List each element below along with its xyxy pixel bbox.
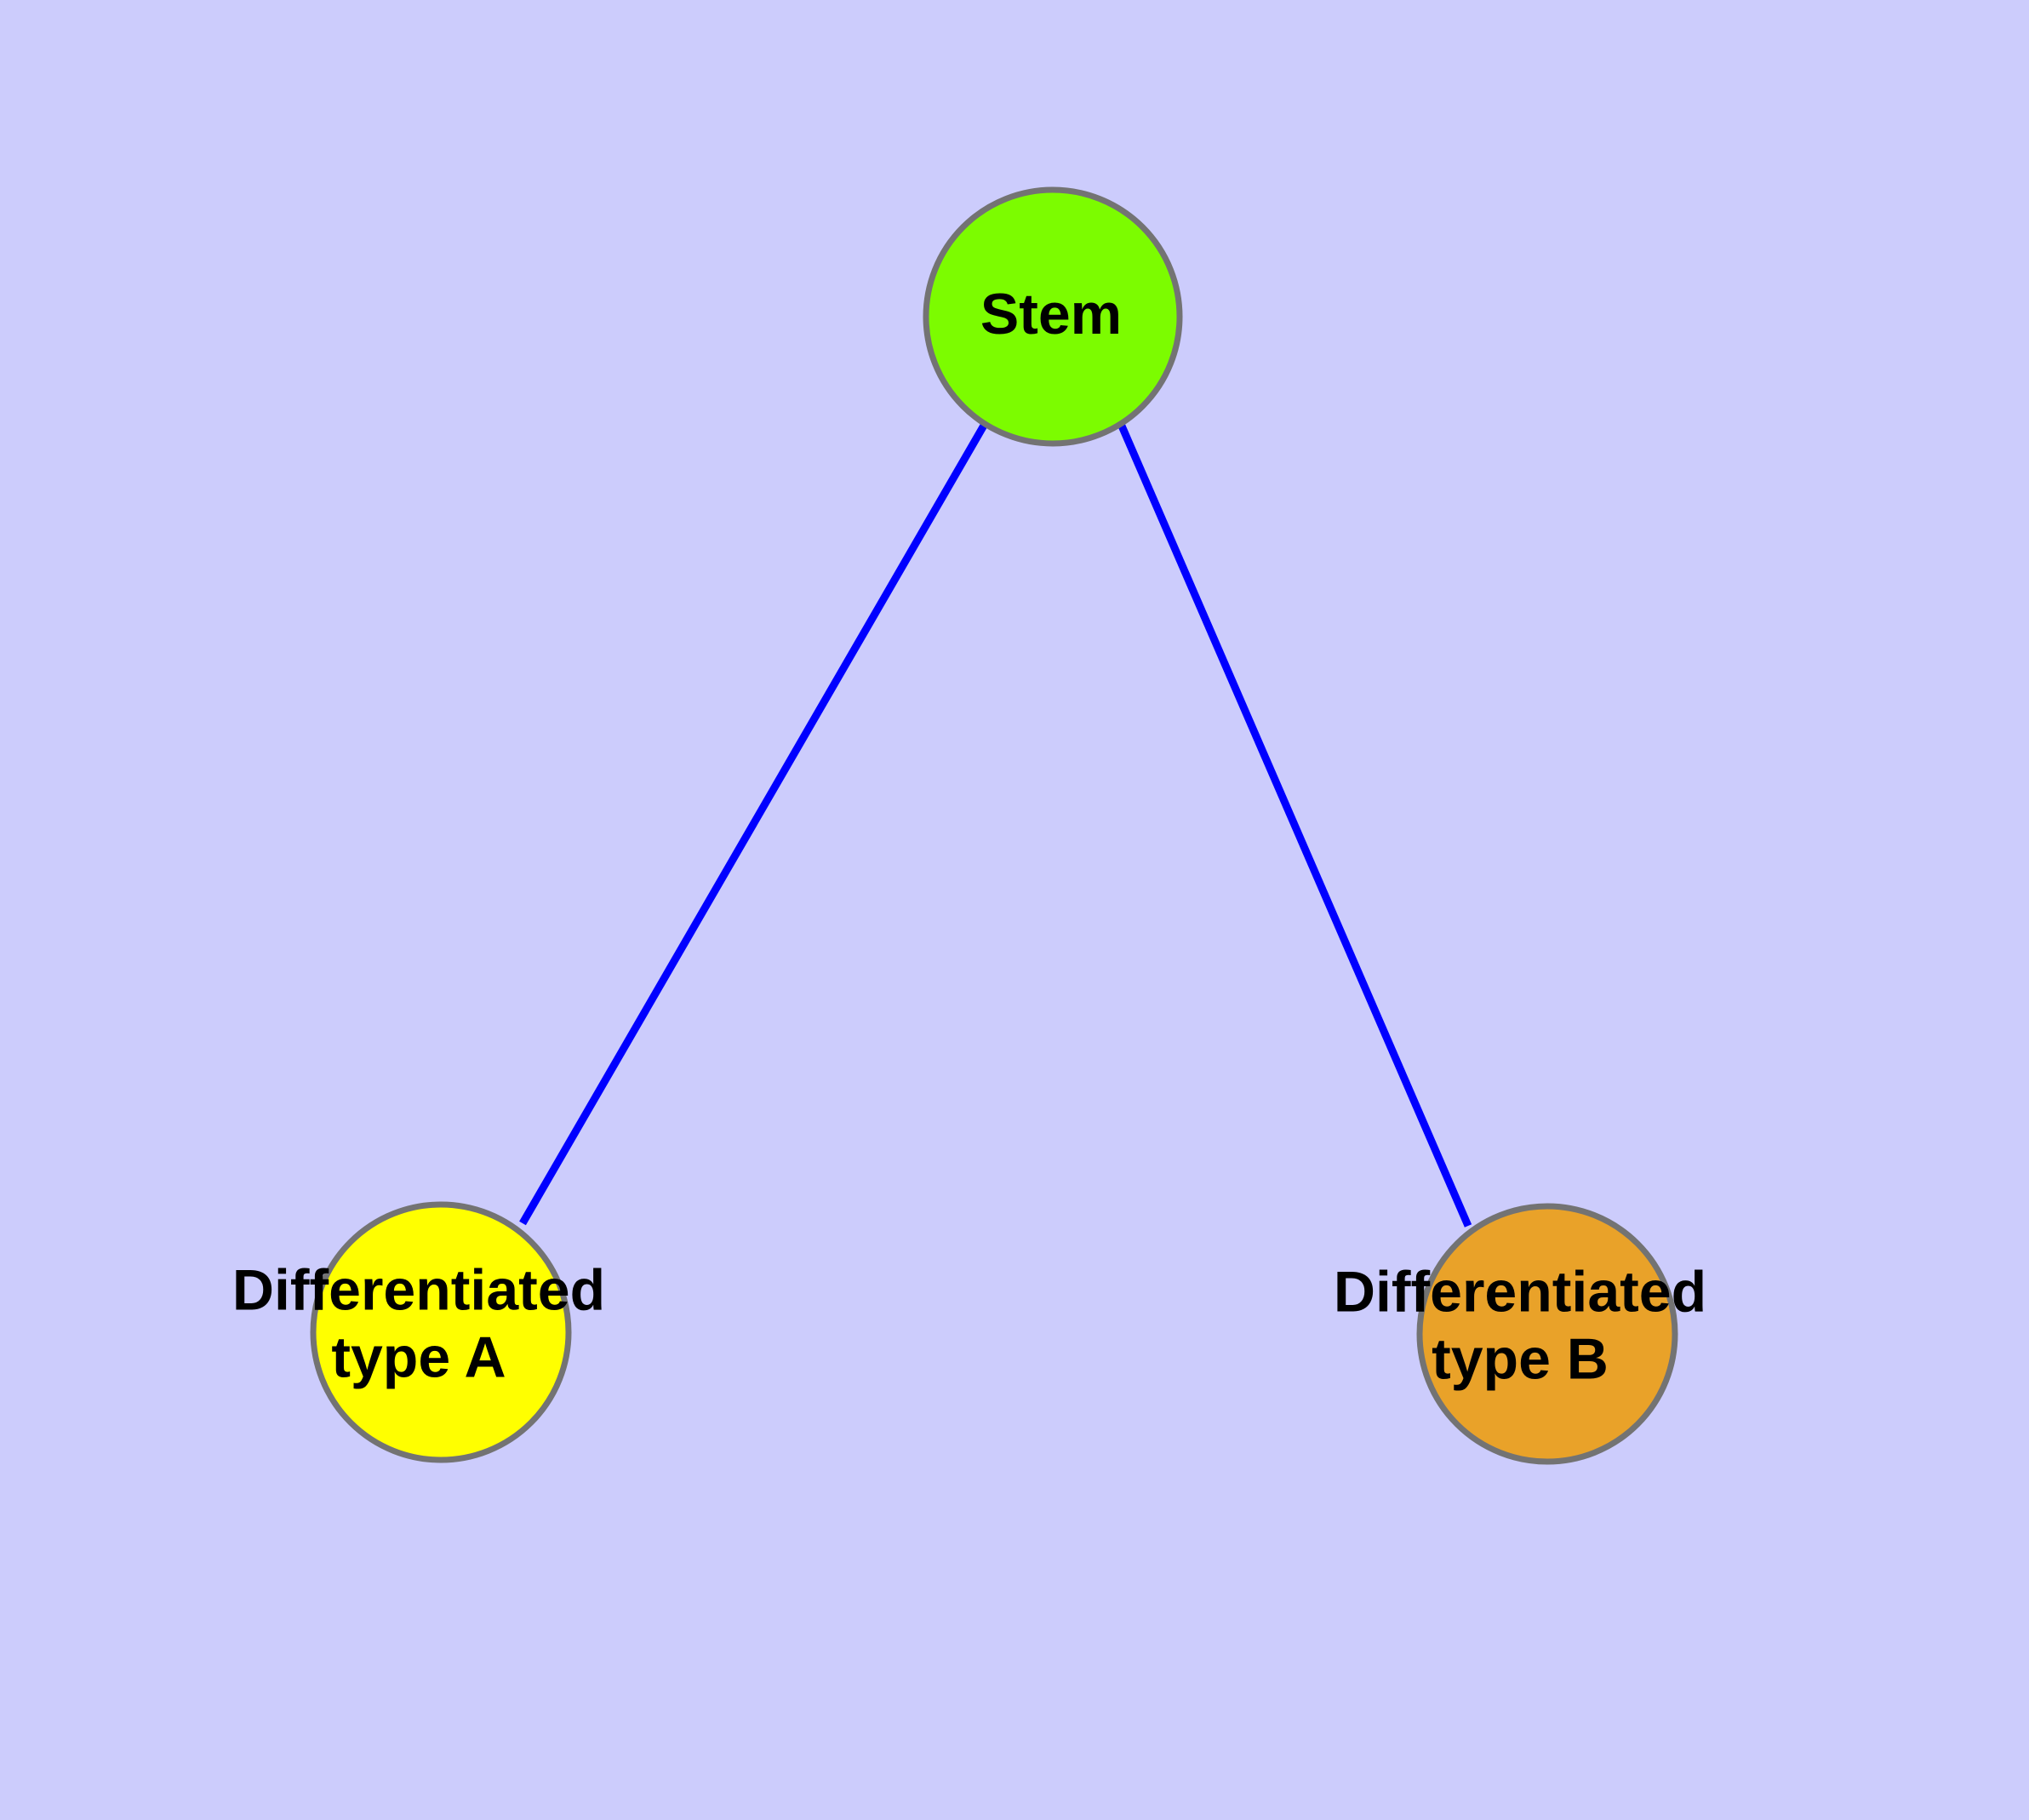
nodes-group xyxy=(310,186,1678,1465)
node-label-line: type B xyxy=(1432,1326,1609,1391)
node-label-line: type A xyxy=(331,1325,506,1389)
edge-stem-diff-b[interactable] xyxy=(1117,422,1472,1228)
node-label-line: Stem xyxy=(980,282,1122,346)
node-label-line: Differentiated xyxy=(1334,1260,1706,1325)
edges-group xyxy=(519,421,1472,1228)
node-circle-diff_a[interactable] xyxy=(310,1201,572,1463)
edge-stem-diff-a[interactable] xyxy=(519,421,988,1226)
node-label-line: Differentiated xyxy=(232,1258,605,1323)
node-label-stem: Stem xyxy=(980,282,1122,346)
node-circle-diff_b[interactable] xyxy=(1416,1203,1678,1465)
node-circle-stem[interactable] xyxy=(923,186,1183,447)
